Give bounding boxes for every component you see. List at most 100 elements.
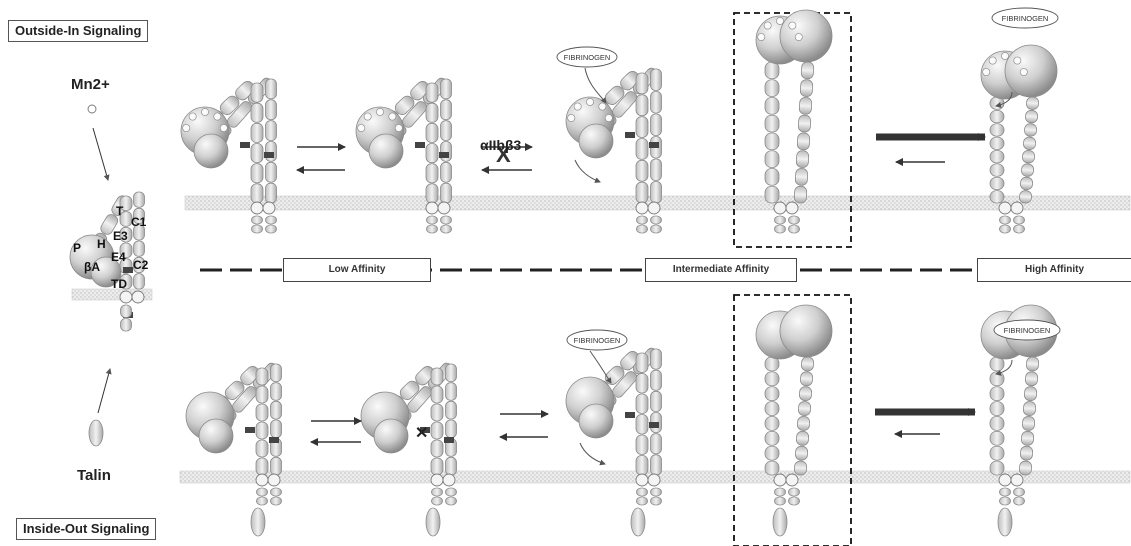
- integrin-top-4-tail-a: [775, 216, 786, 233]
- integrin-bottom-4-tail-a: [775, 488, 786, 505]
- integrin-top-1-tail-a: [252, 216, 263, 233]
- integrin-bottom-1-tail-b: [271, 488, 282, 505]
- legend-beta-leg: [134, 192, 145, 289]
- integrin-top-2-stalk-mark: [439, 152, 449, 158]
- integrin-top-2-alpha-leg: [426, 83, 438, 203]
- fibrinogen-bottom-5: FIBRINOGEN: [994, 320, 1060, 340]
- integrin-bottom-5-talin: [998, 508, 1012, 536]
- integrin-top-1-hybrid-mark: [240, 142, 250, 148]
- domain-label-E3: E3: [113, 229, 128, 243]
- mn-ion: [88, 105, 96, 113]
- legend-mark-1: [123, 267, 133, 273]
- talin-label: Talin: [77, 467, 111, 484]
- integrin-top-4-tail-b: [789, 216, 800, 233]
- integrin-bottom-1-talin: [251, 508, 265, 536]
- integrin-top-5-betaA: [1005, 45, 1057, 97]
- integrin-bottom-5-beta-leg: [1019, 357, 1039, 476]
- integrin-top-3-beta-leg: [651, 69, 662, 203]
- integrin-top-1-tail-b: [266, 216, 277, 233]
- integrin-top-2-beta-leg: [441, 79, 452, 203]
- integrin-bottom-2-x-mark: ✕: [415, 425, 428, 442]
- domain-label-P: P: [73, 241, 81, 255]
- integrin-top-1-betaA: [194, 134, 228, 168]
- arrow-rotate-top-3: [575, 160, 600, 182]
- integrin-bottom-4-betaA: [780, 305, 832, 357]
- integrin-bottom-3-tail-a: [637, 488, 648, 505]
- integrin-top-1-stalk-mark: [264, 152, 274, 158]
- svg-text:FIBRINOGEN: FIBRINOGEN: [574, 336, 621, 345]
- talin-molecule: [89, 420, 103, 446]
- integrin-legend: [70, 105, 145, 446]
- affinity-low: Low Affinity: [283, 258, 431, 282]
- integrin-bottom-5-tail-b: [1014, 488, 1025, 505]
- integrin-bottom-3-beta-leg: [651, 349, 662, 475]
- integrin-bottom-2-tail-b: [446, 488, 457, 505]
- integrin-bottom-2: ✕: [361, 361, 457, 536]
- domain-label-C2: C2: [133, 258, 148, 272]
- affinity-high: High Affinity: [977, 258, 1131, 282]
- mn-label: Mn2+: [71, 76, 110, 93]
- integrin-bottom-4-talin: [773, 508, 787, 536]
- integrin-bottom-1: [186, 361, 282, 536]
- integrin-top-3-hybrid-mark: [625, 132, 635, 138]
- integrin-top-1-beta-leg: [266, 79, 277, 203]
- integrin-bottom-1-betaA: [199, 419, 233, 453]
- integrin-top-3-tail-b: [651, 216, 662, 233]
- integrin-top-2-hybrid-mark: [415, 142, 425, 148]
- integrin-top-2-tail-a: [427, 216, 438, 233]
- integrin-bottom-3-betaA: [579, 404, 613, 438]
- integrin-top-1-alpha-leg: [251, 83, 263, 203]
- integrin-bottom-3-talin: [631, 508, 645, 536]
- integrin-bottom-1-beta-leg: [271, 364, 282, 475]
- integrin-top-3-stalk-mark: [649, 142, 659, 148]
- domain-label-H: H: [97, 237, 106, 251]
- integrin-bottom-3-tail-b: [651, 488, 662, 505]
- svg-text:FIBRINOGEN: FIBRINOGEN: [1004, 326, 1051, 335]
- integrin-top-5-tail-b: [1014, 216, 1025, 233]
- integrin-bottom-2-alpha-leg: [431, 368, 443, 475]
- affinity-intermediate: Intermediate Affinity: [645, 258, 797, 282]
- integrin-top-2-tail-b: [441, 216, 452, 233]
- integrin-top-4-betaA: [780, 10, 832, 62]
- arrow-talin-to-integrin: [98, 369, 110, 413]
- integrin-label: αIIbβ3: [480, 137, 521, 153]
- integrin-bottom-5-tail-a: [1000, 488, 1011, 505]
- fibrinogen-bottom-3: FIBRINOGEN: [567, 330, 627, 350]
- domain-label-betaA: βA: [84, 260, 100, 274]
- integrin-bottom-1-tail-a: [257, 488, 268, 505]
- integrin-bottom-4: [756, 305, 832, 536]
- integrin-bottom-3-alpha-leg: [636, 353, 648, 475]
- integrin-bottom-2-tail-a: [432, 488, 443, 505]
- integrin-bottom-2-betaA: [374, 419, 408, 453]
- integrin-bottom-5-alpha-leg: [990, 357, 1004, 475]
- integrin-top-3-tail-a: [637, 216, 648, 233]
- fibrinogen-top-5: FIBRINOGEN: [992, 8, 1058, 28]
- integrin-top-4-beta-leg: [794, 62, 814, 204]
- integrin-top-5-beta-leg: [1019, 97, 1039, 204]
- domain-label-E4: E4: [111, 250, 126, 264]
- domain-label-C1: C1: [131, 215, 146, 229]
- integrin-top-3-alpha-leg: [636, 73, 648, 203]
- domain-label-TD: TD: [111, 277, 127, 291]
- integrin-top-2-betaA: [369, 134, 403, 168]
- integrin-bottom-4-alpha-leg: [765, 357, 779, 475]
- integrin-top-4-alpha-leg: [765, 62, 779, 203]
- svg-text:FIBRINOGEN: FIBRINOGEN: [1002, 14, 1049, 23]
- integrin-bottom-1-stalk-mark: [269, 437, 279, 443]
- integrin-bottom-3-hybrid-mark: [625, 412, 635, 418]
- integrin-bottom-2-talin: [426, 508, 440, 536]
- integrin-top-5-alpha-leg: [990, 97, 1004, 203]
- integrin-bottom-3: [566, 346, 662, 536]
- integrin-bottom-2-stalk-mark: [444, 437, 454, 443]
- arrow-mn-to-integrin: [93, 128, 108, 180]
- fibrinogen-top-3: FIBRINOGEN: [557, 47, 617, 67]
- integrin-top-3-betaA: [579, 124, 613, 158]
- integrin-bottom-2-beta-leg: [446, 364, 457, 475]
- integrin-bottom-1-hybrid-mark: [245, 427, 255, 433]
- integrin-top-5-tail-a: [1000, 216, 1011, 233]
- arrow-rotate-bottom-3: [580, 443, 605, 464]
- integrin-bottom-1-alpha-leg: [256, 368, 268, 475]
- title-outside-in: Outside-In Signaling: [8, 20, 148, 42]
- svg-text:FIBRINOGEN: FIBRINOGEN: [564, 53, 611, 62]
